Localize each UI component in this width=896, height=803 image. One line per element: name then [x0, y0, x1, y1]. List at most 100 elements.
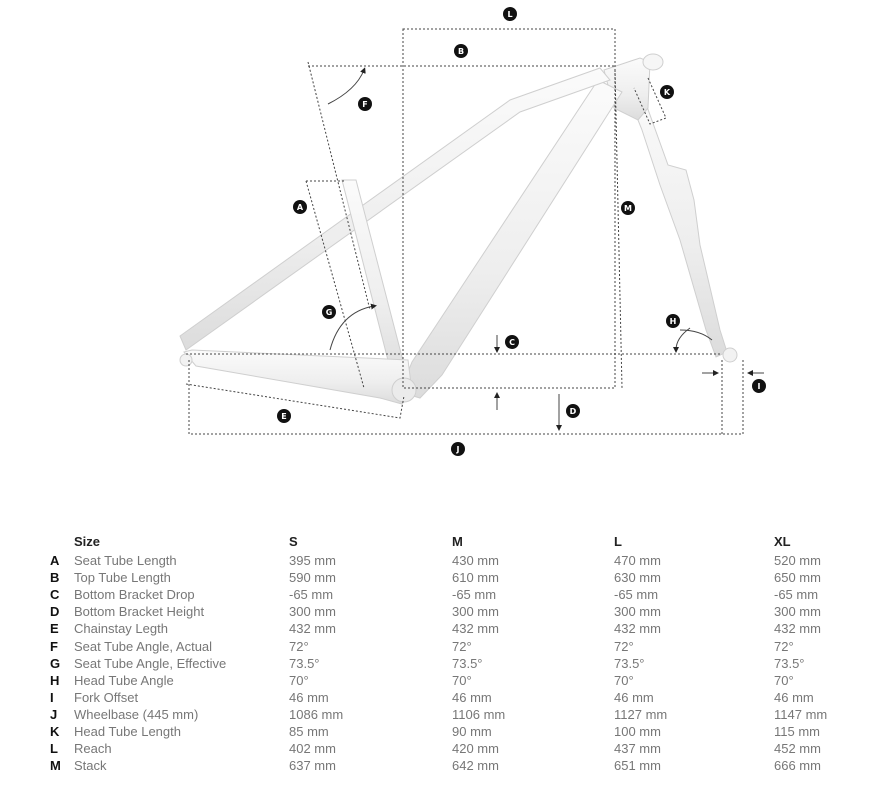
value-s: 85 mm	[289, 723, 329, 739]
table-row: K Head Tube Length 85 mm 90 mm 100 mm 11…	[50, 723, 844, 740]
value-s: 637 mm	[289, 758, 336, 774]
table-row: E Chainstay Legth 432 mm 432 mm 432 mm 4…	[50, 620, 844, 637]
row-key: C	[50, 587, 60, 603]
value-xl: 650 mm	[774, 570, 821, 586]
value-xl: 1147 mm	[774, 706, 828, 722]
value-xl: 72°	[774, 638, 794, 654]
value-s: 70°	[289, 672, 309, 688]
value-xl: 452 mm	[774, 741, 821, 757]
table-row: A Seat Tube Length 395 mm 430 mm 470 mm …	[50, 552, 844, 569]
row-key: I	[50, 689, 54, 705]
value-l: 300 mm	[614, 604, 661, 620]
value-s: 1086 mm	[289, 706, 344, 722]
size-s-header: S	[289, 533, 298, 549]
table-row: I Fork Offset 46 mm 46 mm 46 mm 46 mm	[50, 689, 844, 706]
svg-text:J: J	[456, 445, 460, 454]
value-xl: 300 mm	[774, 604, 821, 620]
marker-c: C	[505, 335, 519, 349]
reach-box	[402, 28, 616, 389]
value-m: 610 mm	[452, 570, 499, 586]
row-key: A	[50, 553, 60, 569]
value-s: 395 mm	[289, 553, 336, 569]
value-xl: 666 mm	[774, 758, 821, 774]
row-key: F	[50, 638, 58, 654]
value-l: -65 mm	[614, 587, 659, 603]
marker-k: K	[660, 85, 674, 99]
marker-a: A	[293, 200, 307, 214]
table-row: F Seat Tube Angle, Actual 72° 72° 72° 72…	[50, 637, 844, 654]
value-s: 46 mm	[289, 689, 329, 705]
value-m: 642 mm	[452, 758, 499, 774]
marker-d: D	[566, 404, 580, 418]
head-tube-length-dim	[633, 77, 667, 125]
svg-text:M: M	[624, 204, 632, 213]
value-m: 70°	[452, 672, 472, 688]
value-m: -65 mm	[452, 587, 497, 603]
value-l: 70°	[614, 672, 634, 688]
value-m: 1106 mm	[452, 706, 506, 722]
marker-e: E	[277, 409, 291, 423]
value-l: 470 mm	[614, 553, 661, 569]
value-l: 100 mm	[614, 723, 661, 739]
marker-h: H	[666, 314, 680, 328]
table-row: C Bottom Bracket Drop -65 mm -65 mm -65 …	[50, 586, 844, 603]
size-m-header: M	[452, 533, 463, 549]
value-s: 590 mm	[289, 570, 336, 586]
value-l: 437 mm	[614, 741, 661, 757]
row-key: J	[50, 706, 58, 722]
table-row: D Bottom Bracket Height 300 mm 300 mm 30…	[50, 603, 844, 620]
value-l: 432 mm	[614, 621, 661, 637]
down-tube	[399, 79, 623, 399]
value-s: 402 mm	[289, 741, 336, 757]
row-label: Bottom Bracket Drop	[74, 587, 195, 603]
svg-text:I: I	[758, 382, 761, 391]
svg-text:C: C	[509, 338, 515, 347]
value-xl: 46 mm	[774, 689, 814, 705]
value-s: 72°	[289, 638, 309, 654]
row-key: L	[50, 741, 58, 757]
value-m: 432 mm	[452, 621, 499, 637]
stack-dim	[614, 69, 623, 389]
row-label: Stack	[74, 758, 107, 774]
row-key: M	[50, 758, 61, 774]
row-label: Head Tube Length	[74, 723, 181, 739]
top-tube	[179, 67, 611, 351]
value-l: 72°	[614, 638, 634, 654]
svg-text:E: E	[281, 412, 286, 421]
svg-text:F: F	[362, 100, 367, 109]
value-m: 73.5°	[452, 655, 483, 671]
table-header-row: Size S M L XL	[50, 530, 844, 552]
marker-b: B	[454, 44, 468, 58]
value-l: 46 mm	[614, 689, 654, 705]
value-m: 300 mm	[452, 604, 499, 620]
size-l-header: L	[614, 533, 622, 549]
value-s: 432 mm	[289, 621, 336, 637]
seat-angle-actual-line	[307, 61, 371, 311]
marker-i: I	[752, 379, 766, 393]
row-key: H	[50, 672, 60, 688]
value-s: 73.5°	[289, 655, 320, 671]
row-label: Bottom Bracket Height	[74, 604, 205, 620]
table-row: M Stack 637 mm 642 mm 651 mm 666 mm	[50, 757, 844, 774]
wheelbase-dim	[188, 360, 744, 435]
table-row: H Head Tube Angle 70° 70° 70° 70°	[50, 672, 844, 689]
value-l: 630 mm	[614, 570, 661, 586]
svg-text:H: H	[670, 317, 677, 326]
row-label: Chainstay Legth	[74, 621, 168, 637]
chainstay-dim	[185, 383, 405, 419]
value-xl: 70°	[774, 672, 794, 688]
value-m: 430 mm	[452, 553, 499, 569]
dimension-lines	[185, 28, 764, 435]
marker-m: M	[621, 201, 635, 215]
svg-text:K: K	[664, 88, 671, 97]
table-row: G Seat Tube Angle, Effective 73.5° 73.5°…	[50, 655, 844, 672]
size-header: Size	[74, 533, 101, 549]
marker-g: G	[322, 305, 336, 319]
row-key: K	[50, 723, 60, 739]
svg-text:G: G	[326, 308, 333, 317]
row-key: D	[50, 604, 60, 620]
svg-text:D: D	[570, 407, 577, 416]
row-label: Head Tube Angle	[74, 672, 174, 688]
value-s: -65 mm	[289, 587, 334, 603]
seat-tube-length-dim	[305, 180, 365, 389]
